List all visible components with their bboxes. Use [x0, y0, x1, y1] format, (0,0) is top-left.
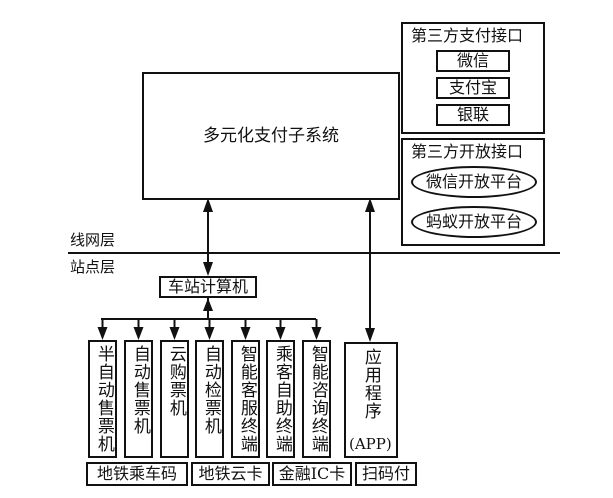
third-party-payment-panel: 第三方支付接口 微信 支付宝 银联 [401, 22, 545, 134]
payment-method-metro-qr: 地铁乘车码 [86, 462, 188, 486]
payment-wechat: 微信 [436, 50, 510, 72]
terminal-box: 智能客服终端 [231, 340, 260, 458]
app-terminal: 应用程序 (APP) [344, 342, 398, 458]
terminal-label: 智能咨询终端 [307, 345, 328, 453]
station-computer-label: 车站计算机 [167, 277, 248, 296]
terminal-box: 自动售票机 [124, 340, 153, 458]
third-party-payment-title: 第三方支付接口 [411, 26, 524, 45]
payment-method-scan-pay: 扫码付 [355, 462, 417, 486]
payment-unionpay: 银联 [436, 104, 510, 126]
payment-alipay-label: 支付宝 [448, 78, 497, 97]
terminal-label: 自动售票机 [129, 345, 150, 435]
terminal-box: 半自动售票机 [88, 340, 117, 458]
terminal-label: 智能客服终端 [236, 345, 257, 453]
station-layer-label: 站点层 [70, 258, 116, 276]
terminal-label: 云购票机 [165, 345, 186, 417]
terminal-box: 智能咨询终端 [302, 340, 331, 458]
wechat-open-platform: 微信开放平台 [411, 166, 537, 198]
terminal-arrowhead [169, 327, 180, 340]
ant-open-platform-label: 蚂蚁开放平台 [425, 212, 522, 231]
app-label-suffix: (APP) [349, 435, 392, 453]
terminal-label: 乘客自助终端 [271, 345, 292, 453]
network-layer-label: 线网层 [70, 231, 116, 249]
app-label: 应用程序 [360, 348, 381, 420]
terminal-arrowhead [240, 327, 251, 340]
terminal-arrowhead [204, 327, 215, 340]
payment-unionpay-label: 银联 [456, 105, 489, 124]
terminal-arrowhead [275, 327, 286, 340]
wechat-open-platform-label: 微信开放平台 [425, 172, 522, 191]
third-party-open-title: 第三方开放接口 [411, 142, 524, 161]
main-system-label: 多元化支付子系统 [203, 125, 339, 146]
station-computer: 车站计算机 [159, 276, 257, 298]
terminal-label: 半自动售票机 [93, 345, 114, 453]
terminal-arrowhead [133, 327, 144, 340]
payment-method-financial-ic: 金融IC卡 [272, 462, 352, 486]
terminal-label: 自动检票机 [200, 345, 221, 435]
payment-method-metro-cloud-card: 地铁云卡 [191, 462, 270, 486]
terminal-box: 自动检票机 [195, 340, 224, 458]
payment-method-label: 地铁乘车码 [96, 464, 177, 483]
terminal-box: 乘客自助终端 [266, 340, 295, 458]
terminal-arrowhead [97, 327, 108, 340]
terminal-arrowhead [311, 327, 322, 340]
payment-wechat-label: 微信 [456, 51, 489, 70]
payment-method-label: 地铁云卡 [198, 464, 263, 483]
ant-open-platform: 蚂蚁开放平台 [411, 206, 537, 238]
payment-method-label: 金融IC卡 [278, 464, 346, 483]
third-party-open-panel: 第三方开放接口 微信开放平台 蚂蚁开放平台 [401, 138, 545, 246]
main-payment-subsystem: 多元化支付子系统 [142, 72, 400, 200]
payment-alipay: 支付宝 [436, 77, 510, 99]
terminal-box: 云购票机 [160, 340, 189, 458]
payment-method-label: 扫码付 [361, 464, 410, 483]
